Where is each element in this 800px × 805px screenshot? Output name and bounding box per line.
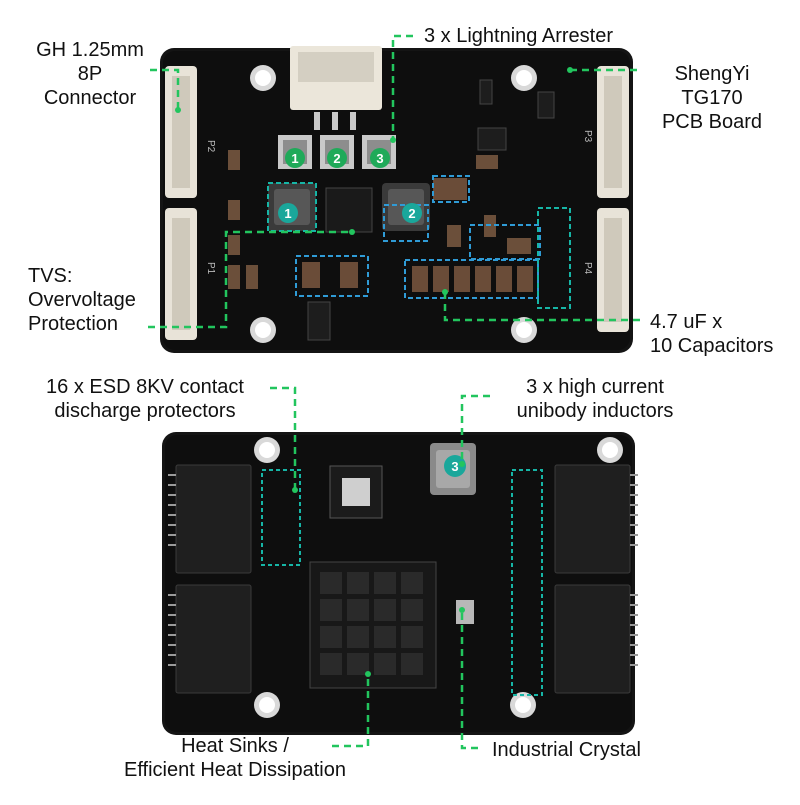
top-pcb-board: P2 P1 P3 P4 <box>160 46 633 353</box>
silk-p4: P4 <box>582 262 593 275</box>
gh-connector-p2 <box>165 66 197 198</box>
callout-lightning-arrester: 3 x Lightning Arrester <box>424 25 613 47</box>
svg-text:1: 1 <box>284 206 291 221</box>
inductor-number-badges: 1 2 <box>278 203 422 223</box>
callout-capacitors: 4.7 uF x 10 Capacitors <box>650 311 774 357</box>
callout-inductors: 3 x high current unibody inductors <box>516 376 674 422</box>
gh-connector-p4 <box>597 208 629 332</box>
svg-text:1: 1 <box>291 151 298 166</box>
svg-text:2: 2 <box>408 206 415 221</box>
callout-heat-sinks: Heat Sinks / Efficient Heat Dissipation <box>124 735 346 781</box>
mounting-hole-icon <box>250 65 537 343</box>
svg-text:2: 2 <box>333 151 340 166</box>
callout-crystal: Industrial Crystal <box>492 739 641 761</box>
power-connector <box>290 46 382 130</box>
callout-esd: 16 x ESD 8KV contact discharge protector… <box>46 376 244 422</box>
callout-tvs: TVS: Overvoltage Protection <box>28 265 136 335</box>
ethernet-transformers <box>175 464 631 694</box>
silk-p3: P3 <box>582 130 593 143</box>
gh-connector-p1 <box>165 208 197 340</box>
gh-connector-p3 <box>597 66 629 198</box>
qfn-controller-chip <box>329 465 383 519</box>
arrester-number-badges: 1 2 3 <box>285 148 390 168</box>
callout-lines <box>148 34 640 750</box>
heatsink <box>309 561 437 689</box>
svg-text:3: 3 <box>376 151 383 166</box>
capacitor-highlight-boxes <box>295 175 541 299</box>
callout-pcb-board: ShengYi TG170 PCB Board <box>661 63 763 133</box>
mounting-hole-icon <box>254 437 623 718</box>
tvs-highlight-boxes <box>267 182 571 309</box>
svg-text:3: 3 <box>451 459 458 474</box>
silk-p2: P2 <box>205 140 216 153</box>
esd-highlight-boxes <box>261 469 543 696</box>
unibody-inductor: 3 <box>430 443 476 495</box>
transformer-pins <box>168 474 638 666</box>
bottom-pcb-board: 3 <box>162 432 638 735</box>
capacitor-bank <box>302 178 533 292</box>
callout-connector: GH 1.25mm 8P Connector <box>36 39 144 109</box>
silk-p1: P1 <box>205 262 216 275</box>
industrial-crystal <box>456 600 474 624</box>
callout-dots <box>175 67 573 677</box>
ic-chips <box>307 79 555 341</box>
